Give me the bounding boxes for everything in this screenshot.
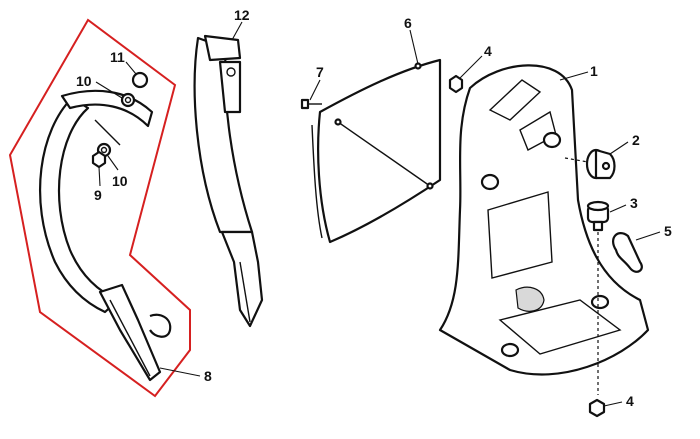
callout-5: 5: [664, 223, 672, 239]
callout-10-lower: 10: [112, 173, 128, 189]
callout-1: 1: [590, 63, 598, 79]
part-grommet-3[interactable]: [586, 200, 610, 232]
leader-1: [559, 71, 589, 81]
callout-2: 2: [632, 132, 640, 148]
leader-4-bottom: [603, 401, 623, 407]
callout-10-upper: 10: [76, 73, 92, 89]
callout-3: 3: [630, 195, 638, 211]
leader-10-upper: [95, 81, 123, 99]
part-shoulder-strap-middle[interactable]: [193, 34, 264, 328]
part-nut-4-bottom[interactable]: [588, 398, 606, 418]
leader-7: [309, 79, 321, 101]
callout-6: 6: [404, 15, 412, 31]
part-back-pad[interactable]: [311, 58, 442, 244]
leader-4-top: [459, 55, 483, 79]
leader-8: [159, 367, 201, 377]
callout-12: 12: [234, 7, 250, 23]
part-clip-5[interactable]: [612, 232, 643, 273]
callout-9: 9: [94, 187, 102, 203]
part-frame[interactable]: [438, 64, 650, 376]
leader-2: [609, 141, 629, 155]
part-screw-7[interactable]: [300, 98, 322, 110]
leader-3: [609, 204, 627, 213]
leader-6: [409, 29, 419, 65]
callout-11: 11: [110, 49, 125, 65]
callout-7: 7: [316, 64, 324, 80]
highlight-outline-strap-assembly: [8, 18, 191, 398]
leader-5: [635, 231, 661, 241]
part-shoulder-strap-left[interactable]: [39, 89, 172, 382]
callout-8: 8: [204, 368, 212, 384]
leader-12: [231, 21, 243, 41]
leader-11: [125, 61, 137, 75]
leader-9: [98, 166, 101, 187]
part-bushing-2[interactable]: [564, 148, 616, 180]
part-nut-4-top[interactable]: [448, 74, 464, 94]
callout-4-bottom: 4: [626, 393, 634, 409]
part-hardware-9-10-11[interactable]: [91, 71, 149, 169]
callout-4-top: 4: [484, 43, 492, 59]
leader-10-lower: [107, 155, 119, 171]
